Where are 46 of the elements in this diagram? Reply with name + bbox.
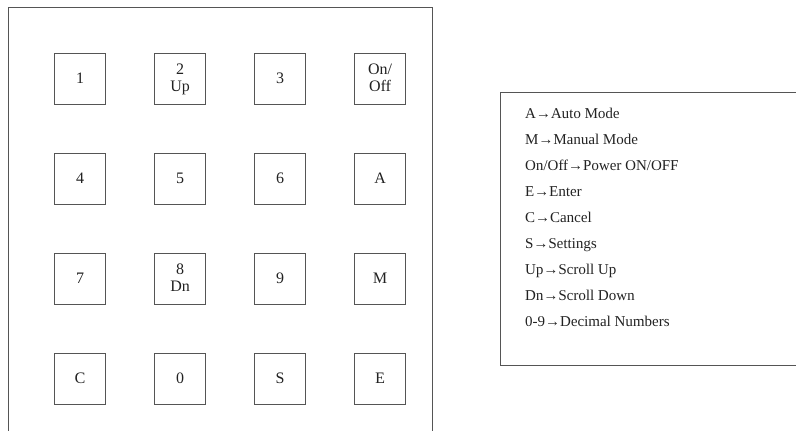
keypad-key [354,353,406,405]
keypad-key [354,53,406,105]
key-label: On/ [368,62,392,79]
legend-entry: 0-9→Decimal Numbers [525,313,671,332]
key-label: Up [170,79,190,96]
keypad-key [54,353,106,405]
keypad-key [354,153,406,205]
key-label: Dn [170,279,190,296]
key-label: S [276,370,284,388]
keypad-key [254,253,306,305]
keypad-key [54,53,106,105]
keypad-key [154,153,206,205]
legend-entry: S→Settings [525,235,598,254]
keypad-panel [8,7,433,431]
key-label: C [74,370,86,388]
key-label: 5 [176,170,184,188]
key-label: Off [369,79,391,96]
keypad-key [254,153,306,205]
key-label: 0 [176,370,184,388]
legend-entry: C→Cancel [525,209,593,228]
key-label: 9 [276,270,284,288]
key-label: 3 [276,70,284,88]
legend-entry: A→Auto Mode [525,105,621,124]
key-label: 2 [176,62,184,79]
legend-entry: M→Manual Mode [525,131,639,150]
legend-entry: Dn→Scroll Down [525,287,636,306]
key-label: 4 [76,170,84,188]
legend-entry: E→Enter [525,183,583,202]
key-label: 1 [76,70,84,88]
key-label: 7 [76,270,84,288]
keypad-key [54,253,106,305]
keypad-key [54,153,106,205]
key-label: M [372,270,388,288]
keypad-key [154,53,206,105]
key-label: A [374,170,386,188]
keypad-key [154,353,206,405]
key-label: E [375,370,385,388]
keypad-key [254,53,306,105]
legend-entry: On/Off→Power ON/OFF [525,157,680,176]
legend-entry: Up→Scroll Up [525,261,618,280]
legend-panel [500,92,796,366]
keypad-key [354,253,406,305]
keypad-key [254,353,306,405]
keypad-key [154,253,206,305]
key-label: 6 [276,170,284,188]
key-label: 8 [176,262,184,279]
